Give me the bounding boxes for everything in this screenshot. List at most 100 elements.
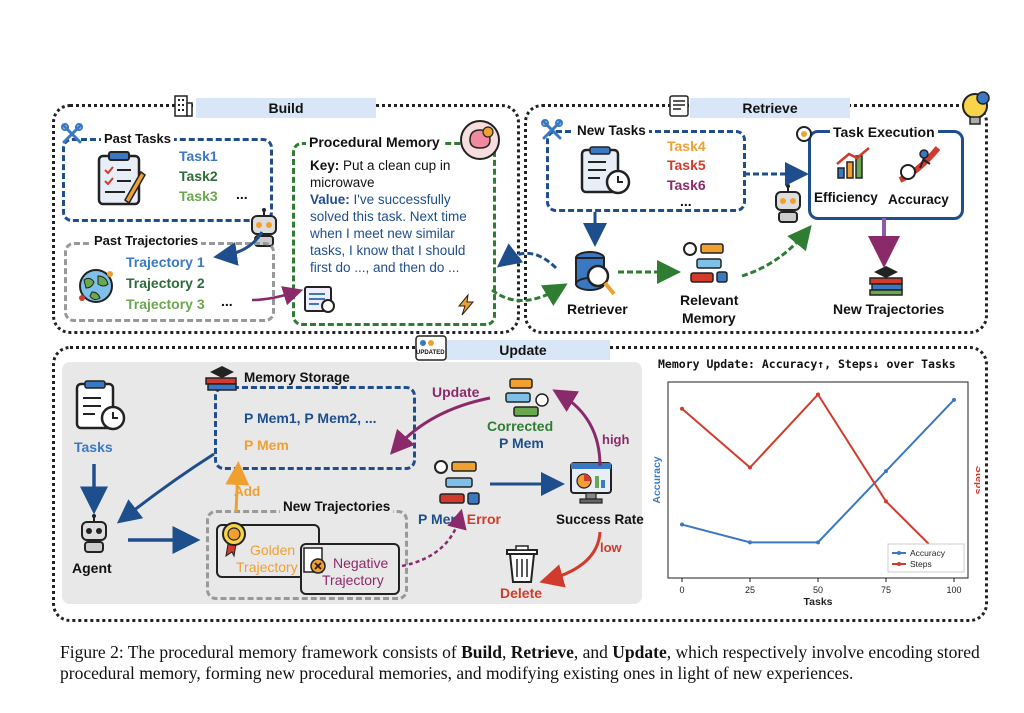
memory-storage-label: Memory Storage	[244, 370, 350, 385]
data-point-accuracy	[884, 469, 888, 474]
build-header: Build	[196, 98, 376, 118]
medal-icon	[220, 520, 248, 563]
arrow-memory-to-agent	[116, 452, 215, 524]
task5-label: Task5	[667, 157, 706, 173]
tasks-clipboard-icon	[73, 380, 127, 437]
caption-retrieve: Retrieve	[510, 642, 574, 662]
trash-icon	[504, 544, 540, 589]
caption-update: Update	[612, 642, 667, 662]
arrow-trajectories-to-memory	[251, 286, 304, 306]
corrected-label-2: P Mem	[499, 435, 544, 451]
success-rate-monitor-icon	[568, 460, 616, 511]
legend-box	[887, 543, 965, 573]
task2-label: Task2	[179, 168, 218, 184]
p-mem-label: P Mem	[244, 437, 289, 453]
clipboard-clock-icon	[578, 146, 632, 201]
tools-icon	[540, 118, 564, 147]
arrow-memory-to-execution	[741, 225, 812, 278]
update-label: Update	[432, 384, 480, 400]
arrow-update	[389, 396, 491, 455]
caption-prefix: Figure 2: The procedural memory framewor…	[60, 642, 462, 662]
document-icon	[302, 284, 338, 321]
legend-label: Steps	[910, 559, 932, 569]
data-point-accuracy	[816, 540, 820, 545]
value-line-2: solved this task. Next time	[310, 209, 467, 224]
retriever-label: Retriever	[567, 301, 628, 317]
data-point-steps	[680, 406, 684, 411]
x-tick-label: 100	[946, 585, 961, 595]
task4-label: Task4	[667, 138, 706, 154]
low-label: low	[600, 540, 622, 555]
data-point-accuracy	[952, 397, 956, 402]
lightning-icon	[456, 293, 476, 321]
procedural-memory-title: Procedural Memory	[306, 134, 443, 150]
relevant-memory-label-1: Relevant	[680, 292, 739, 308]
arrow-negative-to-error	[401, 508, 467, 568]
trajectory3-label: Trajectory 3	[126, 296, 205, 312]
value-line-1: Value: I've successfully	[310, 192, 451, 207]
value-line-5: first do ..., and then do ...	[310, 260, 460, 275]
value-text-1: I've successfully	[353, 192, 451, 207]
p-mems-label: P Mem1, P Mem2, ...	[244, 410, 377, 426]
lightbulb-icon	[955, 88, 995, 133]
negative-label-2: Trajectory	[322, 572, 384, 588]
efficiency-label: Efficiency	[814, 190, 878, 205]
value-line-4: tasks, I know that I should	[310, 243, 466, 258]
arrow-low	[539, 531, 602, 588]
trajectories-ellipsis: ...	[221, 293, 233, 309]
negative-label-1: Negative	[333, 555, 389, 571]
update-tasks-label: Tasks	[74, 439, 113, 455]
delete-label: Delete	[500, 585, 543, 601]
arrow-add	[225, 461, 250, 513]
caption-sep2: , and	[573, 642, 613, 662]
gears-icon	[792, 122, 816, 151]
legend-marker	[897, 551, 901, 555]
x-tick-label: 0	[679, 585, 684, 595]
caption-sep1: ,	[501, 642, 511, 662]
x-axis-label: Tasks	[804, 596, 833, 608]
value-label: Value:	[310, 192, 350, 207]
key-text-2: microwave	[310, 175, 375, 190]
arrow-build-to-retriever	[491, 283, 568, 307]
trajectory2-label: Trajectory 2	[126, 275, 205, 291]
task6-label: Task6	[667, 177, 706, 193]
data-point-steps	[884, 499, 888, 504]
update-header: Update	[436, 340, 610, 360]
past-tasks-label: Past Tasks	[101, 131, 174, 146]
building-icon	[172, 94, 194, 123]
globe-icon	[76, 266, 116, 311]
new-trajectories-update-label: New Trajectories	[280, 499, 394, 514]
retrieve-header: Retrieve	[690, 98, 850, 118]
data-point-accuracy	[748, 540, 752, 545]
arrow-robot-to-trajectories	[213, 231, 264, 266]
data-point-steps	[748, 465, 752, 470]
brain-icon	[458, 118, 502, 167]
accuracy-climb-icon	[898, 142, 942, 189]
y-axis-label-right: Steps	[973, 466, 980, 495]
books-graduation-icon	[866, 262, 906, 301]
value-line-3: when I meet new similar	[310, 226, 455, 241]
tasks-ellipsis: ...	[236, 186, 248, 202]
chart-title: Memory Update: Accuracy↑, Steps↓ over Ta…	[658, 357, 956, 371]
rejected-document-icon	[302, 546, 328, 581]
retriever-icon	[570, 248, 618, 303]
figure-caption: Figure 2: The procedural memory framewor…	[60, 642, 990, 684]
golden-label-1: Golden	[250, 542, 296, 558]
data-point-steps	[816, 392, 820, 397]
add-label: Add	[234, 484, 261, 499]
agent-robot-icon	[76, 514, 112, 559]
new-tasks-ellipsis: ...	[680, 193, 692, 209]
arrow-high	[552, 389, 602, 467]
updated-badge-text: UPDATED	[416, 350, 445, 356]
key-text-1: Put a clean cup in	[343, 158, 451, 173]
relevant-memory-icon	[681, 240, 733, 291]
key-label: Key:	[310, 158, 340, 173]
x-tick-label: 50	[813, 585, 823, 595]
golden-label-2: Trajectory	[236, 559, 298, 575]
task1-label: Task1	[179, 148, 218, 164]
x-tick-label: 75	[881, 585, 891, 595]
legend-marker	[897, 562, 901, 566]
corrected-label-1: Corrected	[487, 418, 554, 434]
flow-arrows	[80, 162, 900, 588]
